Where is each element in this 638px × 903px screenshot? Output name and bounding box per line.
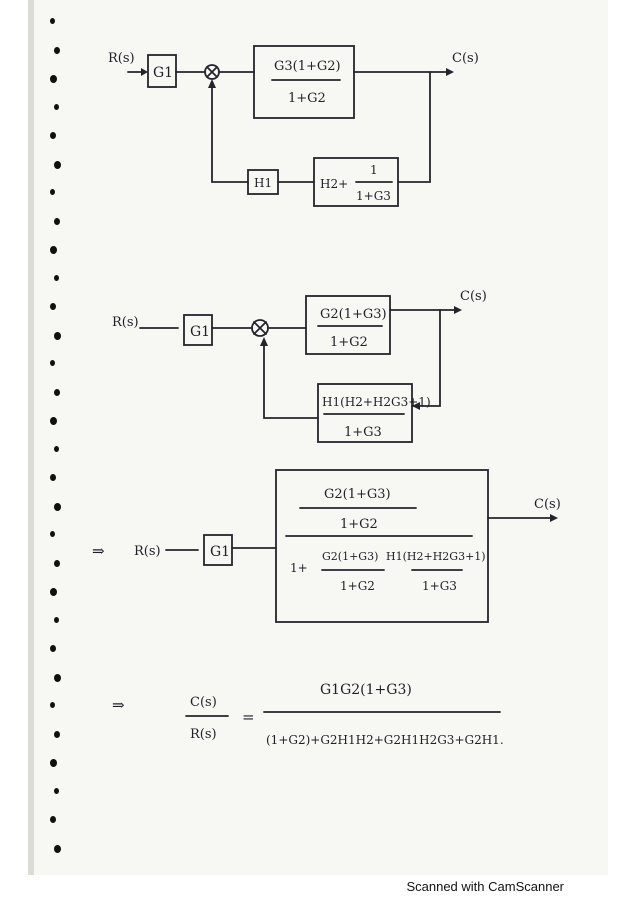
block-diagram-2: R(s) G1 G2(1+G3) 1+G2 C(s) H1(H2+H2G3+1)… — [112, 289, 487, 442]
input-label-rs: R(s) — [112, 315, 139, 330]
bottom-numerator-1: G2(1+G3) — [322, 550, 378, 563]
input-label-rs: R(s) — [134, 544, 161, 559]
top-numerator: G2(1+G3) — [324, 487, 391, 502]
arrow-head — [141, 68, 148, 76]
g1-label: G1 — [153, 65, 173, 81]
one-plus-term: 1+ — [290, 561, 308, 575]
output-label-cs: C(s) — [534, 497, 561, 512]
block-diagram-3: ⇒ R(s) G1 G2(1+G3) 1+G2 1+ G2(1+G3) 1+G2… — [92, 470, 561, 622]
scanner-footer: Scanned with CamScanner — [0, 875, 638, 903]
forward-numerator: G3(1+G2) — [274, 59, 341, 74]
bottom-denominator-1: 1+G2 — [340, 579, 375, 593]
output-label-cs: C(s) — [452, 51, 479, 66]
result-lhs-numerator: C(s) — [190, 695, 217, 710]
feedback-numerator: 1 — [370, 163, 378, 177]
scanner-watermark: Scanned with CamScanner — [406, 879, 564, 894]
feedback-denominator: 1+G3 — [344, 425, 382, 440]
implies-arrow: ⇒ — [112, 696, 125, 714]
result-numerator: G1G2(1+G3) — [320, 682, 412, 698]
forward-denominator: 1+G2 — [288, 91, 326, 106]
arrow-head — [454, 306, 462, 314]
implies-arrow: ⇒ — [92, 542, 105, 560]
g1-label: G1 — [210, 544, 230, 560]
feedback-path-left — [264, 344, 318, 418]
forward-denominator: 1+G2 — [330, 335, 368, 350]
forward-numerator: G2(1+G3) — [320, 307, 387, 322]
feedback-path-left — [212, 86, 248, 182]
g1-label: G1 — [190, 324, 210, 340]
output-label-cs: C(s) — [460, 289, 487, 304]
block-diagram-1: R(s) G1 G3(1+G2) 1+G2 C(s) H2+ 1 1+G3 — [108, 46, 479, 206]
feedback-h2-label: H2+ — [320, 177, 348, 191]
arrow-head — [446, 68, 454, 76]
bottom-denominator-2: 1+G3 — [422, 579, 457, 593]
equals-sign: = — [242, 708, 255, 726]
feedback-path-right — [398, 72, 430, 182]
input-label-rs: R(s) — [108, 51, 135, 66]
top-denominator: 1+G2 — [340, 517, 378, 532]
result-lhs-denominator: R(s) — [190, 727, 217, 742]
transfer-function-result: ⇒ C(s) R(s) = G1G2(1+G3) (1+G2)+G2H1H2+G… — [112, 682, 504, 747]
h1-label: H1 — [254, 176, 272, 190]
result-denominator: (1+G2)+G2H1H2+G2H1H2G3+G2H1. — [266, 733, 504, 747]
arrow-head — [550, 514, 558, 522]
feedback-numerator: H1(H2+H2G3+1) — [322, 395, 431, 409]
arrow-head — [208, 79, 216, 88]
arrow-head — [260, 337, 268, 346]
forward-block — [254, 46, 354, 118]
bottom-numerator-2: H1(H2+H2G3+1) — [386, 550, 486, 563]
handwritten-diagrams: R(s) G1 G3(1+G2) 1+G2 C(s) H2+ 1 1+G3 — [0, 0, 638, 875]
feedback-denominator: 1+G3 — [356, 189, 391, 203]
feedback-path-right — [412, 310, 440, 406]
